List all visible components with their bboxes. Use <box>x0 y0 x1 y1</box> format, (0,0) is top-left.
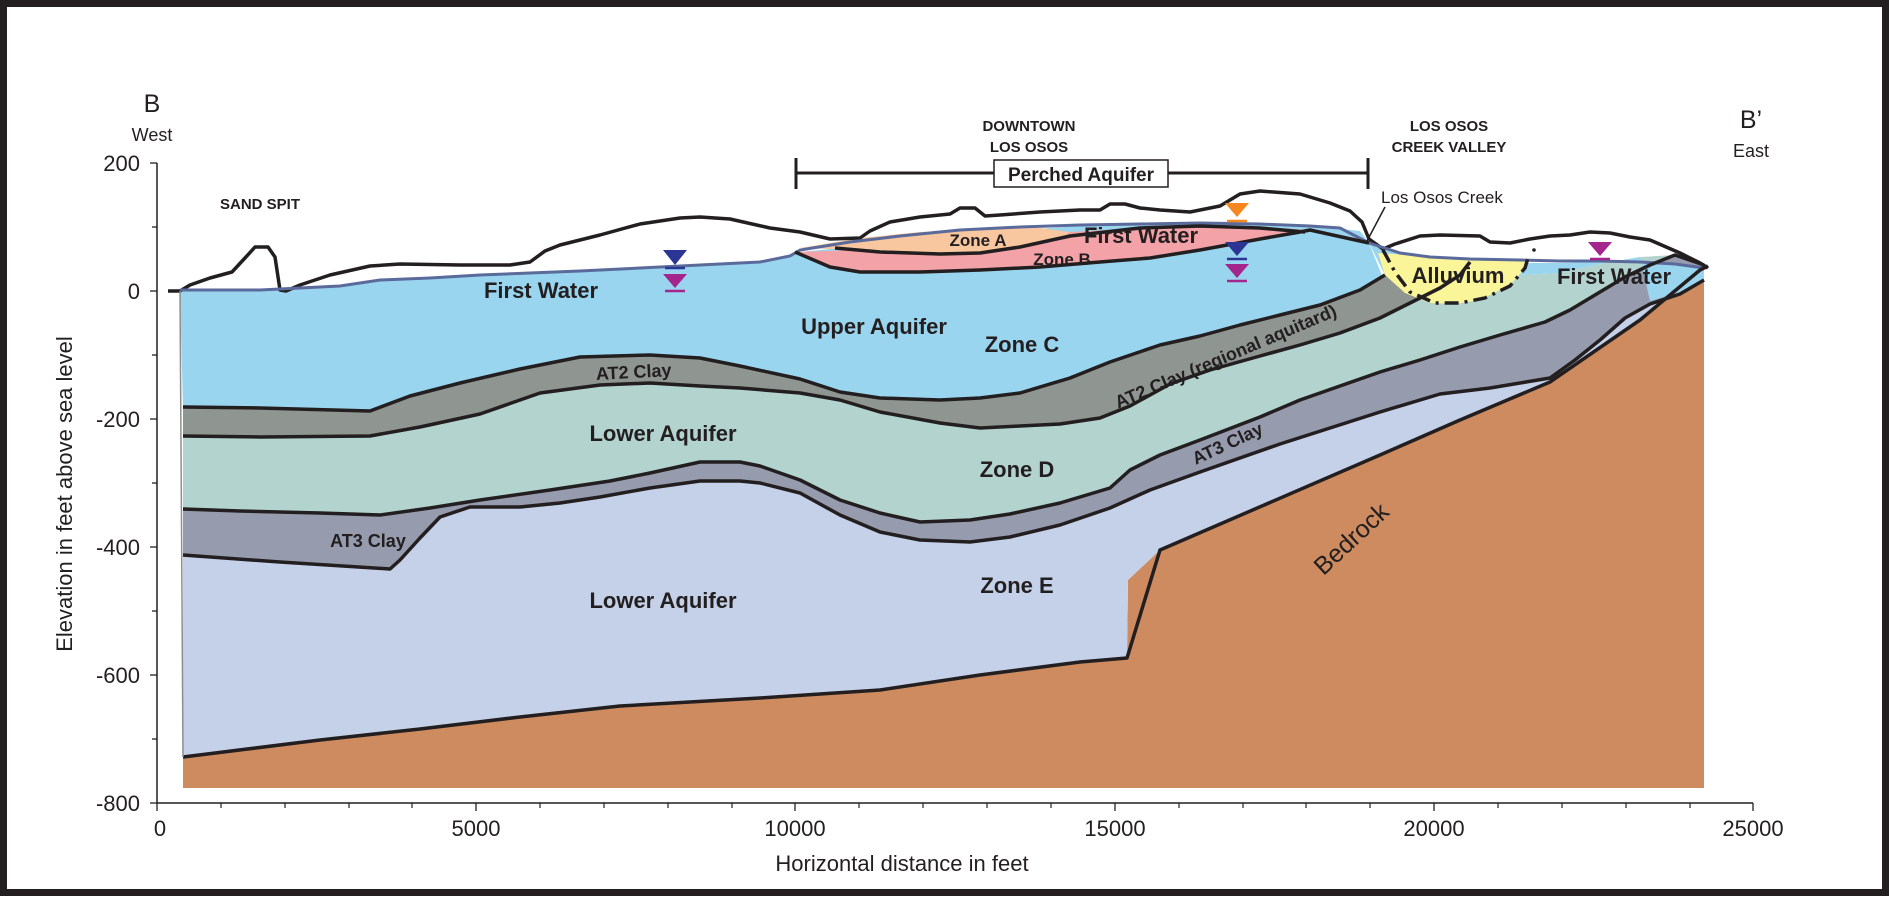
zone-a-b-contact <box>834 224 1306 256</box>
at2-top-contact <box>182 273 1386 413</box>
zone-d-label: Zone D <box>980 457 1055 482</box>
y-axis-label: Elevation in feet above sea level <box>52 336 77 652</box>
downtown-label-line1: DOWNTOWN <box>982 118 1075 135</box>
y-tick-neg200: -200 <box>96 407 140 432</box>
upper-aquifer-layer <box>180 223 1383 411</box>
zone-e-layer <box>183 265 1704 757</box>
east-first-water-layer <box>1369 243 1704 301</box>
at3-base-contact <box>182 278 1705 571</box>
upper-aquifer-label: Upper Aquifer <box>801 314 947 339</box>
at2-clay-layer <box>183 275 1460 437</box>
section-start-direction: West <box>132 125 173 145</box>
creek-leader-line <box>1366 206 1386 242</box>
y-tick-200: 200 <box>103 151 140 176</box>
bedrock-layer <box>183 265 1704 788</box>
zone-b-layer <box>795 227 1310 272</box>
alluvium-base-contact <box>1381 249 1530 305</box>
at2-base-contact <box>182 260 1472 439</box>
y-tick-neg800: -800 <box>96 791 140 816</box>
bedrock-top-contact <box>182 264 1709 759</box>
y-axis: 200 0 -200 -400 -600 -800 <box>96 151 158 816</box>
x-tick-20000: 20000 <box>1403 816 1464 841</box>
zone-b-label: Zone B <box>1033 250 1091 269</box>
zone-b-base <box>794 228 1370 274</box>
x-tick-15000: 15000 <box>1084 816 1145 841</box>
section-end-letter: B’ <box>1740 106 1762 134</box>
first-water-west-label: First Water <box>484 278 599 303</box>
at2-clay-label: AT2 Clay <box>595 360 672 384</box>
zone-a-layer <box>800 228 1070 254</box>
section-start-letter: B <box>144 90 161 118</box>
perched-aquifer-bracket <box>794 158 1370 189</box>
water-level-marker-blue-perched <box>1225 242 1249 261</box>
x-tick-10000: 10000 <box>764 816 825 841</box>
at3-clay-layer <box>183 255 1704 569</box>
at3-clay-west-label: AT3 Clay <box>330 531 406 551</box>
first-water-east-label: First Water <box>1557 264 1672 289</box>
zone-a-label: Zone A <box>950 231 1007 250</box>
x-tick-0: 0 <box>154 816 166 841</box>
lower-aquifer-d-label: Lower Aquifer <box>589 421 737 446</box>
alluvium-label: Alluvium <box>1412 263 1505 288</box>
land-surface-line <box>168 189 1709 293</box>
water-level-marker-blue-west <box>663 250 687 270</box>
downtown-label-line2: LOS OSOS <box>990 139 1068 156</box>
los-osos-creek-label: Los Osos Creek <box>1381 188 1503 207</box>
creek-valley-label-line1: LOS OSOS <box>1410 118 1488 135</box>
water-level-marker-magenta-perched <box>1225 264 1249 283</box>
y-tick-neg600: -600 <box>96 663 140 688</box>
sand-spit-label: SAND SPIT <box>220 196 300 213</box>
water-level-marker-orange-perched <box>1225 203 1249 223</box>
zone-e-label: Zone E <box>980 573 1053 598</box>
zone-c-label: Zone C <box>985 332 1060 357</box>
first-water-perched-label: First Water <box>1084 223 1199 248</box>
creek-valley-label-line2: CREEK VALLEY <box>1392 139 1507 156</box>
x-axis: 0 5000 10000 15000 20000 25000 <box>154 802 1784 841</box>
zone-d-layer <box>183 255 1675 522</box>
y-tick-0: 0 <box>128 279 140 304</box>
water-level-marker-magenta-east <box>1588 242 1612 261</box>
lower-aquifer-e-label: Lower Aquifer <box>589 588 737 613</box>
x-tick-5000: 5000 <box>452 816 501 841</box>
at3-top-contact <box>182 253 1705 524</box>
x-tick-25000: 25000 <box>1722 816 1783 841</box>
section-end-direction: East <box>1733 141 1769 161</box>
x-axis-label: Horizontal distance in feet <box>775 851 1028 876</box>
perched-aquifer-label: Perched Aquifer <box>1008 165 1155 186</box>
survey-point-dot <box>1532 248 1536 252</box>
section-west-edge <box>179 290 184 758</box>
water-level-marker-magenta-west <box>663 274 687 293</box>
y-tick-neg400: -400 <box>96 535 140 560</box>
